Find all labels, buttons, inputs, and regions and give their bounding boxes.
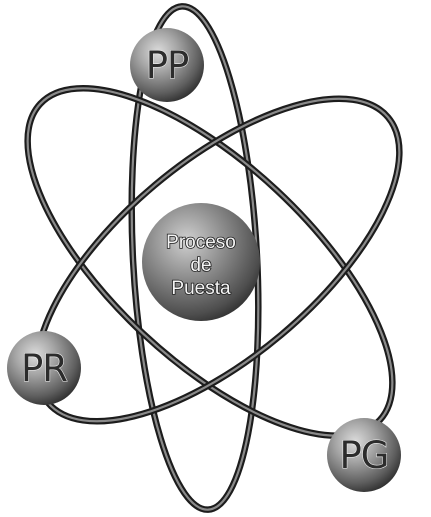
nucleus-label-line-1: Proceso: [166, 232, 236, 253]
nucleus-label-line-3: Puesta: [171, 278, 231, 299]
node-pg: PG: [327, 418, 401, 492]
nucleus-label-line-2: de: [190, 255, 211, 276]
node-pg-label: PG: [340, 434, 389, 477]
node-pr: PR: [7, 331, 81, 405]
nucleus: Proceso de Puesta: [142, 203, 260, 321]
node-pp-label: PP: [146, 44, 189, 87]
node-pr-label: PR: [21, 347, 67, 390]
node-pp: PP: [130, 28, 204, 102]
